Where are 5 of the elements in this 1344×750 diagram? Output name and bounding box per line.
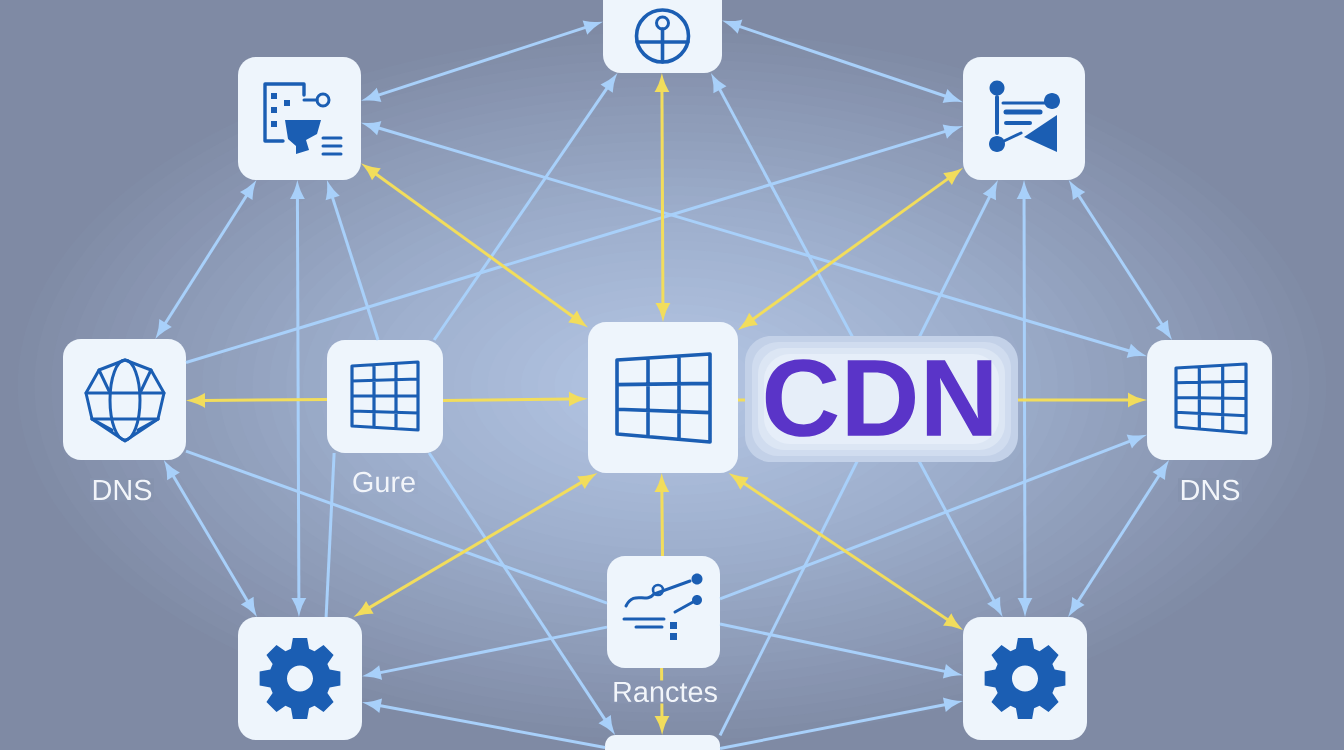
node-caption: DNS <box>90 478 154 502</box>
node-caption: DNS <box>1178 478 1242 502</box>
icon-tile <box>605 735 720 750</box>
connector-line <box>324 452 336 618</box>
node-caption: Ranctes <box>610 680 720 704</box>
